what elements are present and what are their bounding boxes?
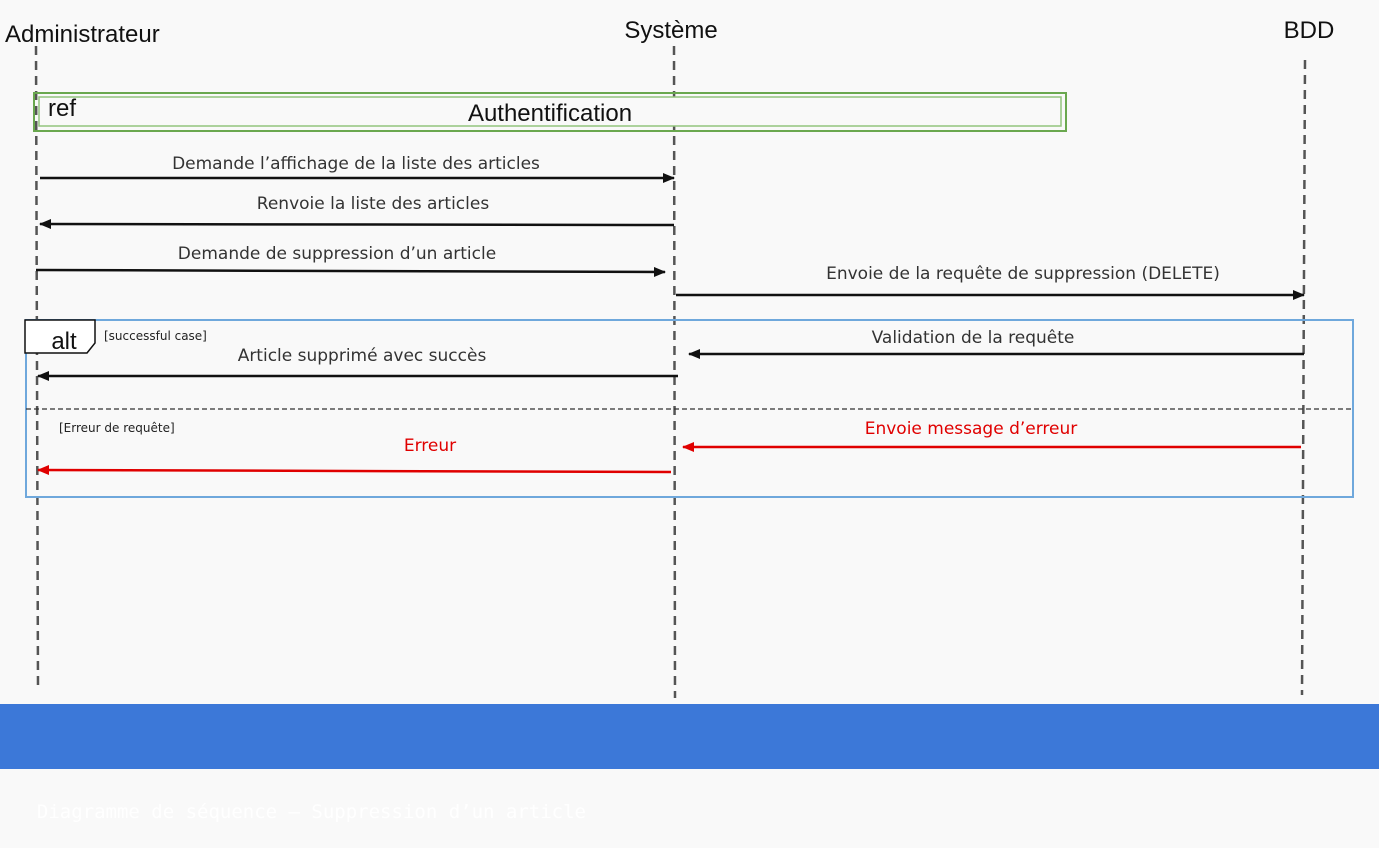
message-4-label: Envoie de la requête de suppression (DEL… — [826, 264, 1220, 284]
message-3-arrow — [35, 266, 666, 277]
ref-frame-label: Authentification — [468, 100, 632, 127]
alt-guard-success: [successful case] — [104, 329, 207, 343]
ref-frame-outer-border — [33, 92, 1067, 132]
alt-frame-tag: alt — [51, 328, 77, 355]
ref-frame-authentification: ref Authentification — [33, 92, 1067, 132]
alt-frame-tag-box — [24, 319, 96, 354]
message-1-label: Demande l’affichage de la liste des arti… — [172, 154, 540, 174]
actor-systeme: Système — [624, 17, 717, 44]
actor-administrateur: Administrateur — [5, 21, 160, 48]
message-6-label: Article supprimé avec succès — [238, 346, 487, 366]
message-7-label: Envoie message d’erreur — [865, 419, 1078, 439]
lifeline-bdd — [1300, 59, 1307, 696]
alt-frame: alt [successful case] [Erreur de requête… — [24, 319, 1354, 498]
footer-caption-bar: Diagramme de séquence – Suppression d’un… — [0, 704, 1379, 823]
message-8-label: Erreur — [404, 436, 456, 456]
message-2-arrow — [39, 219, 675, 230]
lifeline-systeme — [672, 45, 677, 699]
sequence-diagram: Administrateur Système BDD ref Authentif… — [5, 17, 1354, 699]
ref-frame-inner-border — [38, 96, 1062, 127]
ref-frame-tag: ref — [48, 95, 76, 122]
footer-caption: Diagramme de séquence – Suppression d’un… — [36, 801, 586, 823]
message-8-arrow — [37, 465, 672, 476]
alt-guard-error: [Erreur de requête] — [59, 421, 175, 435]
message-2-label: Renvoie la liste des articles — [257, 194, 490, 214]
message-5-label: Validation de la requête — [872, 328, 1075, 348]
lifeline-administrateur — [34, 45, 40, 691]
actor-bdd: BDD — [1284, 17, 1335, 44]
message-3-label: Demande de suppression d’un article — [178, 244, 496, 264]
